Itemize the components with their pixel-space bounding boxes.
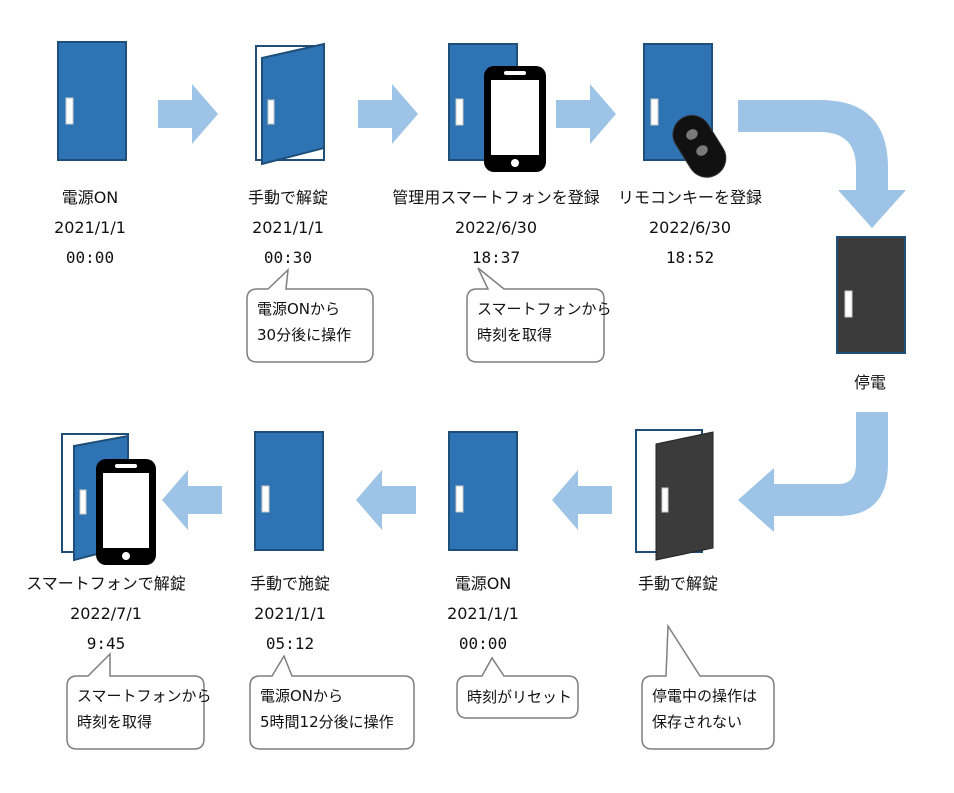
callout-text: 電源ONから 30分後に操作 bbox=[257, 296, 351, 348]
callout-line: 5時間12分後に操作 bbox=[260, 713, 394, 731]
step-title: 管理用スマートフォンを登録 bbox=[392, 188, 600, 207]
smartphone-open-door-icon bbox=[61, 433, 156, 565]
callout-text: 停電中の操作は 保存されない bbox=[652, 683, 757, 735]
step-title: リモコンキーを登録 bbox=[617, 188, 762, 207]
remote-key-icon bbox=[672, 114, 727, 178]
step-title: 手動で解錠 bbox=[637, 574, 718, 593]
step-title: 手動で解錠 bbox=[247, 188, 328, 207]
callout-line: 電源ONから bbox=[260, 687, 344, 705]
callout-line: 保存されない bbox=[652, 713, 743, 731]
callout-bubble bbox=[456, 656, 579, 719]
callout-line: 停電中の操作は bbox=[652, 687, 758, 705]
flow-arrows bbox=[158, 84, 906, 532]
right-arrow-icon bbox=[556, 84, 616, 144]
callout-text: スマートフォンから 時刻を取得 bbox=[77, 683, 212, 735]
callout-bubble bbox=[466, 267, 605, 363]
step-time: 00:00 bbox=[458, 634, 508, 653]
callout-bubble bbox=[641, 623, 775, 750]
callout-text: 時刻がリセット bbox=[467, 684, 572, 710]
closed-door-icon bbox=[254, 431, 324, 551]
step-time: 18:52 bbox=[665, 248, 715, 267]
unpowered-door-icon bbox=[836, 236, 906, 354]
closed-door-icon bbox=[448, 431, 518, 551]
left-arrow-icon bbox=[162, 470, 222, 530]
step-date: 2022/6/30 bbox=[648, 218, 732, 237]
open-unpowered-door-icon bbox=[635, 429, 714, 561]
step-date: 2022/7/1 bbox=[70, 604, 142, 623]
callout-line: 時刻を取得 bbox=[77, 713, 153, 731]
left-arrow-icon bbox=[356, 470, 416, 530]
step-date: 2021/1/1 bbox=[254, 604, 326, 623]
step-date: 2021/1/1 bbox=[54, 218, 126, 237]
step-title: 手動で施錠 bbox=[249, 574, 330, 593]
callout-line: 時刻を取得 bbox=[477, 326, 553, 344]
callout-bubble bbox=[246, 268, 374, 363]
callout-line: 電源ONから bbox=[257, 300, 341, 318]
closed-door-icon bbox=[57, 41, 127, 161]
step-time: 9:45 bbox=[86, 634, 126, 653]
left-arrow-icon bbox=[552, 470, 612, 530]
callout-line: 時刻がリセット bbox=[467, 688, 573, 706]
right-arrow-icon bbox=[358, 84, 418, 144]
step-time: 00:30 bbox=[263, 248, 313, 267]
step-title: スマートフォンで解錠 bbox=[26, 574, 186, 593]
callout-text: スマートフォンから 時刻を取得 bbox=[477, 296, 612, 348]
step-title: 電源ON bbox=[454, 574, 512, 593]
step-time: 18:37 bbox=[471, 248, 521, 267]
step-title: 停電 bbox=[853, 373, 886, 392]
step-title: 電源ON bbox=[61, 188, 119, 207]
step-date: 2021/1/1 bbox=[252, 218, 324, 237]
right-arrow-icon bbox=[158, 84, 218, 144]
callout-bubble bbox=[66, 652, 205, 750]
callout-line: スマートフォンから bbox=[77, 687, 212, 705]
step-date: 2021/1/1 bbox=[447, 604, 519, 623]
callout-line: スマートフォンから bbox=[477, 300, 612, 318]
smartphone-icon bbox=[484, 66, 546, 172]
curved-down-arrow-icon bbox=[738, 100, 906, 228]
callouts bbox=[66, 267, 775, 750]
callout-line: 30分後に操作 bbox=[257, 326, 352, 344]
step-date: 2022/6/30 bbox=[454, 218, 538, 237]
open-door-icon bbox=[255, 42, 325, 166]
step-time: 05:12 bbox=[265, 634, 315, 653]
callout-text: 電源ONから 5時間12分後に操作 bbox=[260, 683, 394, 735]
step-time: 00:00 bbox=[65, 248, 115, 267]
curved-left-arrow-icon bbox=[738, 412, 888, 532]
callout-bubble bbox=[249, 654, 415, 750]
